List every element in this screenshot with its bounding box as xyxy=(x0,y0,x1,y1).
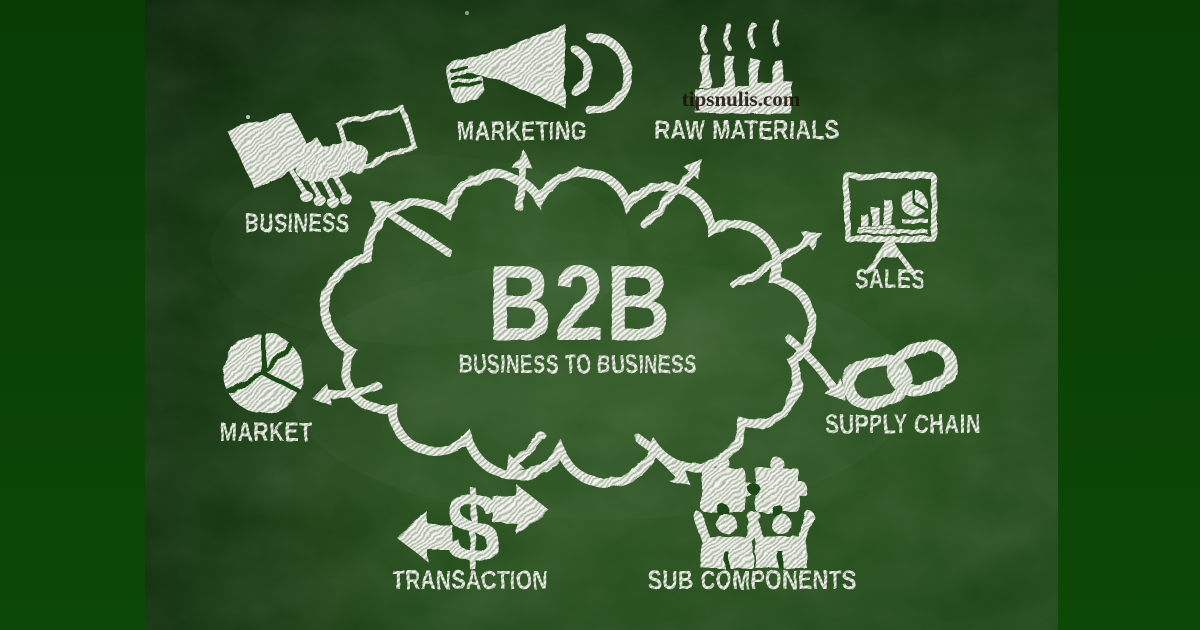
chalk-shapes-layer: $ xyxy=(223,19,957,584)
dollar-arrows-icon: $ xyxy=(396,472,549,584)
arrow-to-market xyxy=(312,382,382,406)
pie-chart-icon xyxy=(223,329,303,413)
label-supply-chain: SUPPLY CHAIN xyxy=(825,409,981,439)
arrow-to-sales xyxy=(731,232,822,289)
arrow-to-business xyxy=(370,201,452,256)
cloud-title: B2B xyxy=(488,242,673,363)
label-transaction: TRANSACTION xyxy=(392,565,548,595)
puzzle-people-icon xyxy=(693,457,815,568)
arrow-to-supply-chain xyxy=(786,336,845,400)
dollar-sign: $ xyxy=(445,472,501,584)
watermark: tipsnulis.com xyxy=(682,87,801,111)
chalk-text-layer: B2B BUSINESS TO BUSINESS BUSINESS MARKET… xyxy=(220,115,981,595)
puzzle-person-left xyxy=(693,457,761,568)
label-marketing: MARKETING xyxy=(457,116,587,146)
arrow-to-sub-components xyxy=(634,434,690,485)
arrow-to-marketing xyxy=(511,150,533,211)
label-raw-materials: RAW MATERIALS xyxy=(655,115,840,145)
megaphone-icon xyxy=(445,24,633,116)
factory-icon xyxy=(696,19,791,114)
presentation-chart-icon xyxy=(844,173,937,275)
chain-link-icon xyxy=(842,339,957,411)
label-business: BUSINESS xyxy=(245,208,350,238)
puzzle-person-right xyxy=(747,457,815,568)
handshake-icon xyxy=(226,105,418,208)
label-sales: SALES xyxy=(855,264,925,294)
label-market: MARKET xyxy=(220,417,313,447)
cloud-subtitle: BUSINESS TO BUSINESS xyxy=(459,349,697,379)
chalk-speck xyxy=(246,115,250,119)
label-sub-components: SUB COMPONENTS xyxy=(648,565,857,595)
arrow-to-transaction xyxy=(505,432,546,475)
chalk-speck xyxy=(465,11,469,15)
cloud-outline xyxy=(320,167,817,488)
arrow-to-raw-materials xyxy=(641,160,703,229)
